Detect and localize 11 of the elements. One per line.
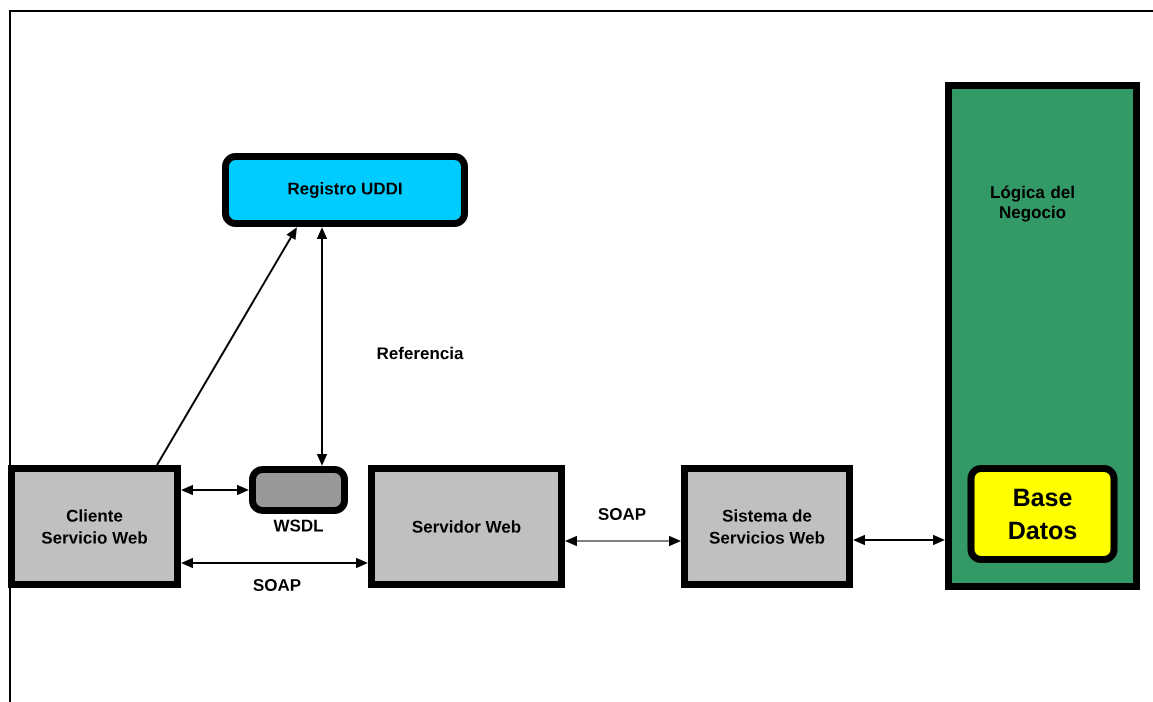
wsdl-box: WSDL <box>249 466 348 532</box>
edge-label: SOAP <box>251 578 303 593</box>
edge-label: Referencia <box>375 345 465 361</box>
client-box: Cliente Servicio Web <box>8 465 181 588</box>
database-box: Base Datos <box>967 465 1118 563</box>
edge-label: SOAP <box>596 507 648 522</box>
services-box: Sistema de Servicios Web <box>681 465 853 588</box>
server-box: Servidor Web <box>368 465 565 588</box>
node-label: WSDL <box>273 519 324 532</box>
registry-box: Registro UDDI <box>222 153 468 227</box>
arrow <box>565 536 681 546</box>
